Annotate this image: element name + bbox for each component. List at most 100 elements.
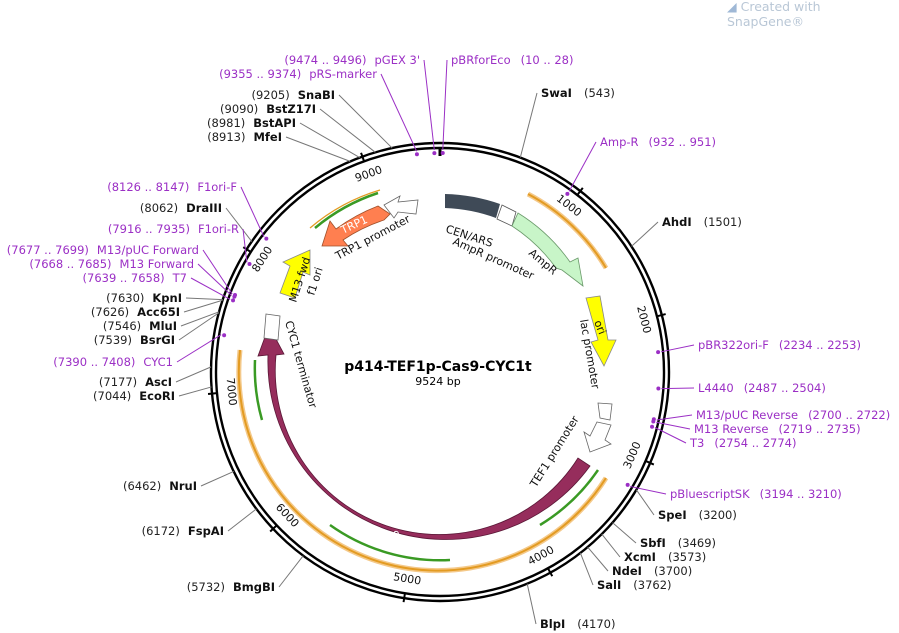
enzyme-label: (7546)MluI — [103, 319, 177, 333]
enzyme-label: (8981)BstAPI — [207, 116, 296, 130]
enzyme-label: SalI(3762) — [597, 578, 672, 592]
primer-label: M13/pUC Reverse(2700 .. 2722) — [696, 408, 890, 422]
cyc1-terminator-label: CYC1 terminator — [282, 319, 320, 410]
enzyme-label: (6462)NruI — [123, 479, 197, 493]
cas9-label: Cas9 — [371, 524, 400, 542]
enzyme-leader — [227, 508, 257, 532]
tick-mark — [242, 246, 252, 253]
primer-marker — [247, 261, 252, 266]
primer-label: Amp-R(932 .. 951) — [600, 135, 716, 149]
enzyme-label: AhdI(1501) — [662, 215, 742, 229]
enzyme-leader — [519, 92, 538, 158]
enzyme-leader — [175, 366, 212, 383]
tick-label: 2000 — [634, 304, 654, 334]
cas9-arrow — [257, 325, 591, 540]
f1-ori-arrow — [279, 249, 311, 299]
primer-leader — [661, 387, 695, 390]
primer-marker — [625, 482, 630, 487]
tick-mark — [645, 460, 655, 466]
tick-label: 9000 — [353, 163, 384, 185]
lac-promoter-arrow — [597, 402, 613, 421]
enzyme-leader — [200, 470, 234, 487]
tick-mark — [360, 152, 366, 162]
primer-label: (9355 .. 9374)pRS-marker — [219, 67, 377, 81]
enzyme-leader — [579, 552, 594, 586]
primer-leader — [654, 427, 687, 444]
cas9-orf-green-3 — [253, 359, 264, 421]
watermark-text: Created with SnapGene® — [727, 0, 821, 29]
primer-marker — [231, 298, 236, 303]
tef1-promoter-arrow — [583, 421, 612, 453]
enzyme-label: NdeI(3700) — [612, 564, 692, 578]
orf-arc-cas9-core — [237, 349, 607, 572]
tick-mark — [576, 187, 584, 196]
primer-leader — [242, 228, 248, 263]
primer-marker — [432, 151, 437, 156]
primer-leader — [380, 73, 418, 152]
enzyme-leader — [178, 386, 212, 397]
enzyme-label: (8913)MfeI — [207, 130, 282, 144]
primer-marker — [651, 419, 656, 424]
enzyme-leader — [338, 94, 393, 149]
primer-leader — [630, 485, 667, 495]
enzyme-label: SwaI(543) — [541, 86, 615, 100]
primer-marker — [222, 333, 227, 338]
primer-leader — [197, 263, 232, 296]
ampr-arrow — [511, 212, 584, 287]
enzyme-label: (7539)BsrGI — [94, 333, 175, 347]
enzyme-leader — [285, 136, 351, 162]
enzyme-label: (9090)BstZ17I — [220, 102, 316, 116]
tick-mark — [402, 593, 406, 603]
enzyme-leader — [635, 489, 655, 516]
tick-mark — [269, 524, 278, 533]
enzyme-label: SbfI(3469) — [640, 536, 716, 550]
enzyme-label: SpeI(3200) — [658, 508, 737, 522]
cas9-orf-green-2 — [329, 523, 451, 562]
enzyme-leader — [225, 207, 253, 242]
enzyme-leader — [178, 312, 220, 341]
primer-marker — [650, 424, 655, 429]
enzyme-leader — [612, 522, 637, 544]
primer-label: (7639 .. 7658)T7 — [83, 271, 187, 285]
primer-label: pBR322ori-F(2234 .. 2253) — [698, 338, 861, 352]
primer-leader — [660, 344, 695, 353]
enzyme-leader — [319, 108, 376, 153]
enzyme-label: (8062)DraIII — [140, 201, 222, 215]
tick-mark — [547, 567, 554, 577]
enzyme-leader — [278, 555, 304, 588]
enzyme-label: (5732)BmgBI — [187, 580, 275, 594]
enzyme-leader — [526, 583, 537, 625]
trp1-orf-orange — [309, 189, 381, 229]
enzyme-label: (9205)SnaBI — [251, 88, 335, 102]
ori-label: ori — [591, 318, 608, 336]
watermark: ◢ Created with SnapGene® — [727, 0, 899, 29]
ori-arrow — [585, 295, 617, 367]
primer-label: (7668 .. 7685)M13 Forward — [29, 257, 194, 271]
leader-lines — [175, 59, 695, 625]
tick-label: 3000 — [621, 440, 644, 471]
primer-label: T3(2754 .. 2774) — [689, 436, 796, 450]
primer-marker — [264, 236, 269, 241]
plasmid-name: p414-TEF1p-Cas9-CYC1t — [344, 359, 532, 375]
enzyme-leader — [180, 311, 220, 327]
cyc1-terminator-box — [263, 313, 281, 341]
primer-label: pBluescriptSK(3194 .. 3210) — [670, 487, 842, 501]
primer-marker — [656, 350, 661, 355]
enzyme-label: (7044)EcoRI — [93, 389, 175, 403]
enzyme-label: (7177)AscI — [99, 375, 172, 389]
primer-label: pBRforEco(10 .. 28) — [451, 53, 574, 67]
plasmid-size: 9524 bp — [415, 375, 460, 388]
feature-arcs — [236, 189, 617, 574]
tick-label: 5000 — [392, 570, 422, 587]
enzyme-label: (7630)KpnI — [106, 291, 182, 305]
primer-marker — [656, 386, 661, 391]
primer-leader — [423, 59, 435, 151]
ampr-promoter-label: AmpR promoter — [451, 235, 537, 283]
enzyme-label: XcmI(3573) — [624, 550, 706, 564]
primer-label: (9474 .. 9496)pGEX 3' — [284, 53, 420, 67]
primer-leader — [656, 421, 691, 430]
orf-arc-ampr-core — [527, 193, 607, 269]
primer-label: (7390 .. 7408)CYC1 — [53, 355, 173, 369]
enzyme-label: BlpI(4170) — [540, 617, 615, 631]
